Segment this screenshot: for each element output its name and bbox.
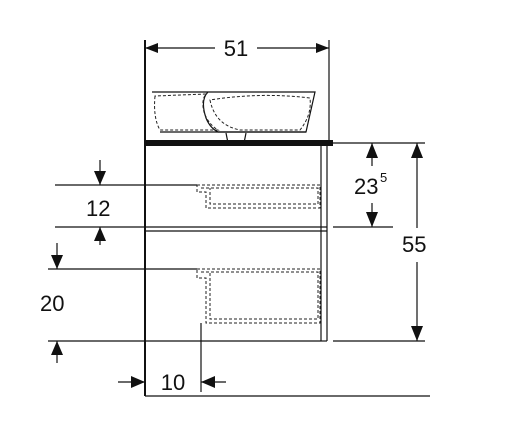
washbasin-outline [152, 91, 316, 144]
top-drawer-label: 12 [86, 196, 110, 221]
top-drawer-dimension: 12 [86, 160, 110, 245]
drawer-height-superscript: 5 [380, 170, 387, 185]
wall-offset-label: 10 [161, 370, 185, 395]
bottom-drawer-dimension: 20 [40, 243, 64, 363]
bottom-drawer-label: 20 [40, 291, 64, 316]
width-label: 51 [224, 36, 248, 61]
countertop [145, 140, 333, 146]
wall-offset-dimension: 10 [118, 323, 226, 395]
drawer-height-label: 23 [354, 174, 378, 199]
cabinet-body [144, 146, 328, 342]
width-dimension: 51 [145, 36, 330, 140]
bottom-drawer-box [196, 268, 321, 324]
total-height-dimension: 55 [333, 142, 426, 342]
drawer-extension-lines [48, 184, 197, 342]
top-drawer-box [196, 184, 321, 209]
drawer-height-dimension: 23 5 [333, 142, 393, 228]
total-height-label: 55 [402, 232, 426, 257]
drawer-divider [145, 226, 327, 232]
